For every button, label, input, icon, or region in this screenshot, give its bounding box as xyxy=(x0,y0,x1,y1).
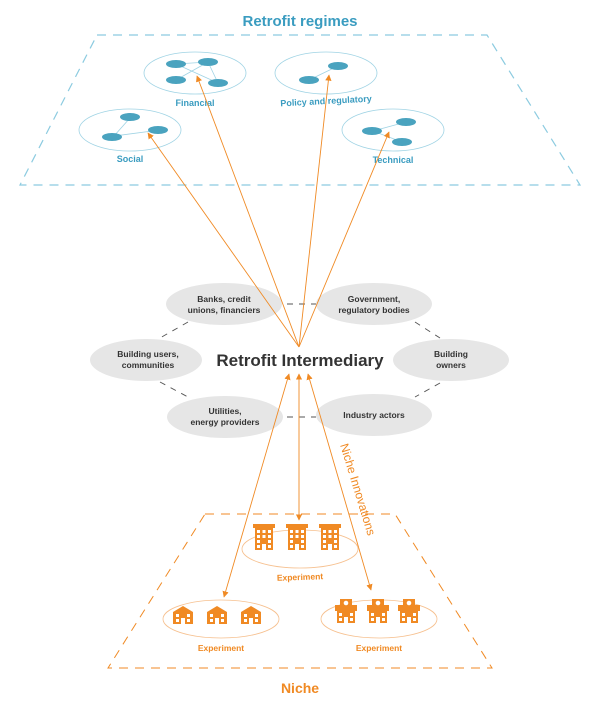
arrow-experiment-left xyxy=(222,373,291,598)
regime-node xyxy=(102,133,122,141)
regimes-frame xyxy=(19,34,582,186)
cluster-ring xyxy=(274,51,378,95)
niche-innovations-label: Niche Innovations xyxy=(337,442,378,537)
intermediary-title: Retrofit Intermediary xyxy=(216,351,384,370)
regime-label-financial: Financial xyxy=(175,98,214,108)
experiment-civic[interactable]: Experiment xyxy=(320,599,438,653)
arrow-experiment-right xyxy=(306,373,373,591)
house-icon xyxy=(173,606,261,624)
arrow-to-policy xyxy=(298,74,332,348)
cluster-ring xyxy=(341,108,445,152)
arrow-to-financial xyxy=(196,75,300,348)
actor-building-owners[interactable]: Building owners xyxy=(393,339,509,381)
regime-label-technical: Technical xyxy=(373,155,414,165)
niche-title: Niche xyxy=(281,680,319,696)
actor-industry[interactable]: Industry actors xyxy=(316,394,432,436)
actor-label-line: unions, financiers xyxy=(188,305,261,315)
regime-node xyxy=(198,58,218,66)
regime-node xyxy=(362,127,382,135)
actor-label-line: communities xyxy=(122,360,175,370)
regime-node xyxy=(208,79,228,87)
arrow-to-social xyxy=(147,132,300,348)
actor-label-line: Building users, xyxy=(117,349,178,359)
cluster-ring xyxy=(143,51,247,95)
actor-utilities[interactable]: Utilities, energy providers xyxy=(167,396,283,438)
experiment-label: Experiment xyxy=(356,643,402,653)
intermediary-section: Banks, credit unions, financiers Governm… xyxy=(90,283,509,438)
actor-building-users[interactable]: Building users, communities xyxy=(90,339,202,381)
niche-section: Experiment Experiment Experiment Niche xyxy=(107,513,493,696)
regimes-title: Retrofit regimes xyxy=(242,13,357,30)
actor-label-line: Building xyxy=(434,349,468,359)
regime-cluster-social[interactable]: Social xyxy=(78,108,182,164)
regime-cluster-financial[interactable]: Financial xyxy=(143,51,247,108)
actor-label-line: Banks, credit xyxy=(197,294,251,304)
regimes-section: Retrofit regimes Social Financial xyxy=(19,13,582,186)
regime-cluster-technical[interactable]: Technical xyxy=(341,108,445,165)
regime-label-social: Social xyxy=(117,154,144,164)
cluster-ring xyxy=(78,108,182,152)
regime-node xyxy=(392,138,412,146)
regime-node xyxy=(299,76,319,84)
regime-node xyxy=(166,60,186,68)
actor-label-line: energy providers xyxy=(191,417,260,427)
regime-node xyxy=(166,76,186,84)
flow-arrows xyxy=(147,74,390,598)
arrow-to-technical xyxy=(298,131,390,348)
regime-node xyxy=(120,113,140,121)
actor-banks[interactable]: Banks, credit unions, financiers xyxy=(166,283,282,325)
regime-node xyxy=(396,118,416,126)
actor-government[interactable]: Government, regulatory bodies xyxy=(316,283,432,325)
experiment-houses[interactable]: Experiment xyxy=(162,599,280,653)
civic-building-icon xyxy=(335,599,420,623)
apartment-building-icon xyxy=(253,524,341,550)
actor-label-line: owners xyxy=(436,360,466,370)
regime-node xyxy=(148,126,168,134)
experiment-label: Experiment xyxy=(277,571,324,583)
actor-label-line: Industry actors xyxy=(343,410,405,420)
experiment-label: Experiment xyxy=(198,643,244,653)
actor-label-line: Utilities, xyxy=(208,406,241,416)
actor-label-line: regulatory bodies xyxy=(338,305,410,315)
niche-frame xyxy=(107,513,493,669)
experiment-apartments[interactable]: Experiment xyxy=(241,524,359,583)
regime-node xyxy=(328,62,348,70)
actor-label-line: Government, xyxy=(348,294,400,304)
